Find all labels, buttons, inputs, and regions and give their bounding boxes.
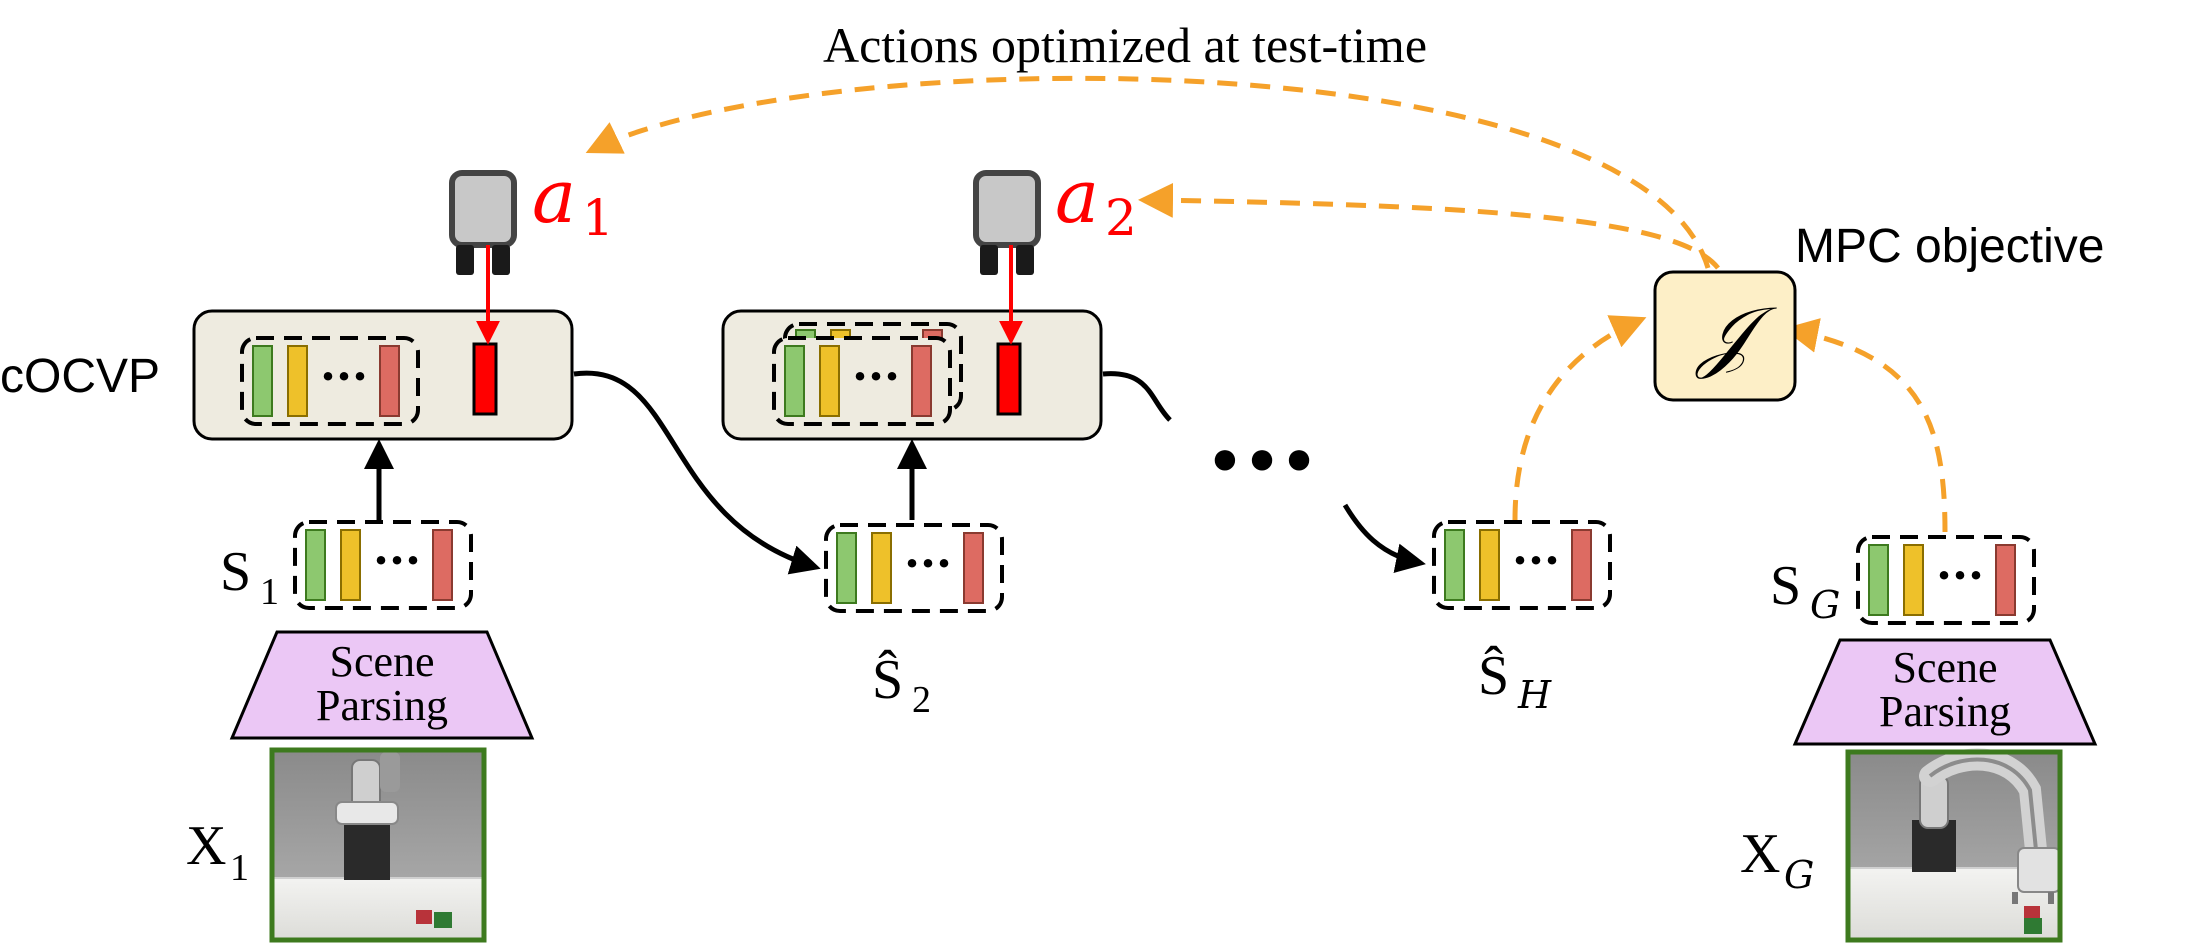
state-sG-sub: G	[1810, 583, 1840, 627]
s1-slot-group	[293, 520, 473, 610]
goal: ··· S G Scene Parsing X G	[1740, 535, 2098, 943]
objective-box	[1653, 270, 1797, 402]
caption-top: Actions optimized at test-time	[823, 17, 1427, 73]
slot-dots: ···	[373, 533, 421, 587]
action-a2-index: 2	[1105, 189, 1137, 247]
scene-parsing-line1: Scene	[1892, 643, 1997, 692]
image-x1-base: X	[186, 815, 226, 877]
slot-dots: ···	[1936, 548, 1984, 602]
slot-yellow	[819, 345, 840, 417]
arrow-sH-to-objective	[1512, 315, 1647, 521]
slot-green	[1868, 544, 1889, 616]
step-2: a 2 ··· ··· Ŝ 2	[721, 154, 1137, 721]
slot-group	[240, 336, 420, 426]
image-xG-sub: G	[1784, 853, 1814, 897]
arrow-objective-to-a2	[1138, 182, 1720, 270]
scene-parsing-line2: Parsing	[1879, 687, 2011, 736]
state-s1-sub: 1	[260, 571, 279, 613]
transition-arrow-1	[573, 370, 821, 575]
state-s1-base: S	[220, 541, 251, 603]
action-a1-symbol: a	[532, 154, 576, 240]
scene-parsing-line2: Parsing	[316, 681, 448, 730]
state-s2-sub: 2	[912, 679, 931, 721]
action-a1-index: 1	[582, 189, 614, 247]
gripper-icon	[973, 170, 1041, 275]
action-token-2	[996, 342, 1022, 416]
slot-yellow	[1479, 529, 1500, 601]
slot-red	[1571, 529, 1592, 601]
transition-arrow-3	[1342, 503, 1426, 573]
slot-dots: ···	[1512, 533, 1560, 587]
robot-arm-image	[269, 747, 487, 943]
slot-yellow	[1903, 544, 1924, 616]
gripper-icon	[449, 170, 517, 275]
model-label: cOCVP	[0, 350, 160, 403]
transition-arrow-2	[1102, 371, 1172, 422]
slot-yellow	[340, 529, 361, 601]
scene-parsing-line1: Scene	[329, 637, 434, 686]
state-s2-base: Ŝ	[872, 648, 903, 711]
state-sH-sub: H	[1517, 673, 1552, 717]
image-x1-sub: 1	[230, 847, 249, 889]
slot-red	[432, 529, 453, 601]
sG-slot-group	[1856, 535, 2036, 625]
slot-green	[252, 345, 273, 417]
action-token-1	[472, 342, 498, 416]
image-xG-base: X	[1740, 823, 1780, 885]
slot-green	[305, 529, 326, 601]
slot-red	[379, 345, 400, 417]
s2-slot-group	[824, 523, 1004, 613]
slot-yellow	[871, 532, 892, 604]
slot-dots: ···	[852, 349, 900, 403]
slot-yellow	[287, 345, 308, 417]
scene-parsing-block	[1792, 638, 2098, 746]
slot-red	[1995, 544, 2016, 616]
scene-parsing-block	[229, 630, 535, 740]
robot-arm-image	[1845, 748, 2063, 943]
slot-green	[1444, 529, 1465, 601]
slot-green	[784, 345, 805, 417]
slot-red	[963, 532, 984, 604]
sH-slot-group	[1432, 520, 1612, 610]
rollout-ellipsis: •••	[1206, 428, 1317, 496]
slot-green	[836, 532, 857, 604]
slot-dots: ···	[904, 536, 952, 590]
slot-dots: ···	[320, 349, 368, 403]
action-feedback-arrows	[585, 75, 1948, 533]
slot-red	[911, 345, 932, 417]
state-sH: ··· Ŝ H	[1432, 520, 1612, 717]
slot-group	[772, 336, 952, 426]
action-a2-symbol: a	[1055, 154, 1099, 240]
arrow-objective-to-a1	[585, 75, 1711, 269]
step-1: a 1 ··· ··· S 1 Scene Parsing	[186, 154, 614, 943]
state-sG-base: S	[1770, 555, 1801, 617]
mpc-label: MPC objective	[1795, 220, 2104, 273]
arrow-sG-to-objective	[1783, 318, 1948, 533]
state-sH-base: Ŝ	[1478, 644, 1509, 707]
